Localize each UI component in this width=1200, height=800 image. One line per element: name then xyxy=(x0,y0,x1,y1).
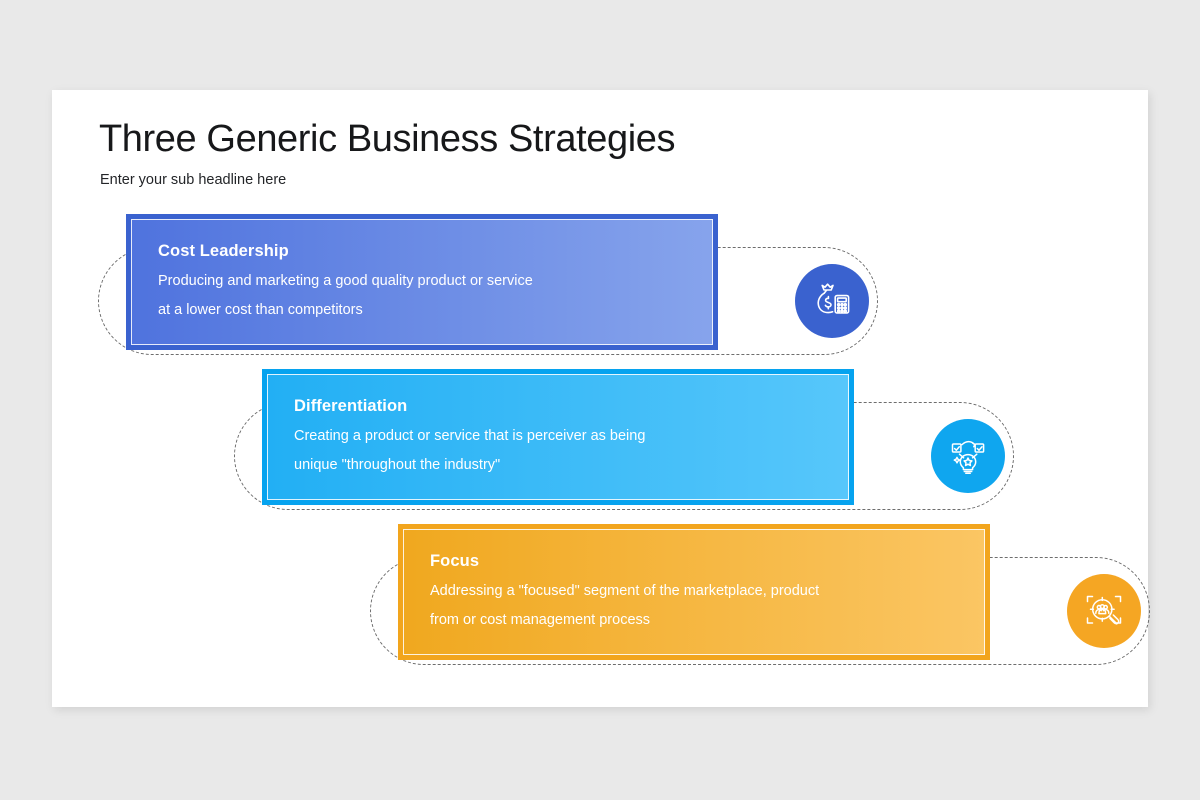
money-bag-calculator-glyph xyxy=(817,283,850,314)
slide-surface: Three Generic Business Strategies Enter … xyxy=(52,90,1150,707)
strategy-card-cost-leadership[interactable]: Cost Leadership Producing and marketing … xyxy=(126,214,718,350)
card-description-line-2: from or cost management process xyxy=(430,611,651,628)
card-description-line-2: unique "throughout the industry" xyxy=(294,456,501,473)
card-inner-frame: Differentiation Creating a product or se… xyxy=(267,374,849,500)
lightbulb-network-icon[interactable] xyxy=(931,419,1005,493)
strategy-row-focus: Focus Addressing a "focused" segment of … xyxy=(370,524,1150,665)
page-title: Three Generic Business Strategies xyxy=(99,118,676,160)
card-inner-frame: Focus Addressing a "focused" segment of … xyxy=(403,529,985,655)
card-inner-frame: Cost Leadership Producing and marketing … xyxy=(131,219,713,345)
money-bag-calculator-icon[interactable] xyxy=(795,264,869,338)
strategy-row-differentiation: Differentiation Creating a product or se… xyxy=(234,369,1014,510)
strategy-card-differentiation[interactable]: Differentiation Creating a product or se… xyxy=(262,369,854,505)
strategy-card-focus[interactable]: Focus Addressing a "focused" segment of … xyxy=(398,524,990,660)
magnifier-target-audience-icon[interactable] xyxy=(1067,574,1141,648)
magnifier-target-audience-glyph xyxy=(1086,595,1122,625)
card-title: Focus xyxy=(430,552,480,570)
card-description-line-1: Addressing a "focused" segment of the ma… xyxy=(430,583,820,599)
card-description-line-1: Creating a product or service that is pe… xyxy=(294,428,646,444)
strategy-row-cost-leadership: Cost Leadership Producing and marketing … xyxy=(98,214,878,355)
card-description-line-1: Producing and marketing a good quality p… xyxy=(158,273,533,289)
card-title: Cost Leadership xyxy=(158,242,289,260)
card-description-line-2: at a lower cost than competitors xyxy=(158,301,363,318)
lightbulb-network-glyph xyxy=(951,440,985,474)
page-subtitle: Enter your sub headline here xyxy=(100,172,287,188)
card-title: Differentiation xyxy=(294,397,408,415)
